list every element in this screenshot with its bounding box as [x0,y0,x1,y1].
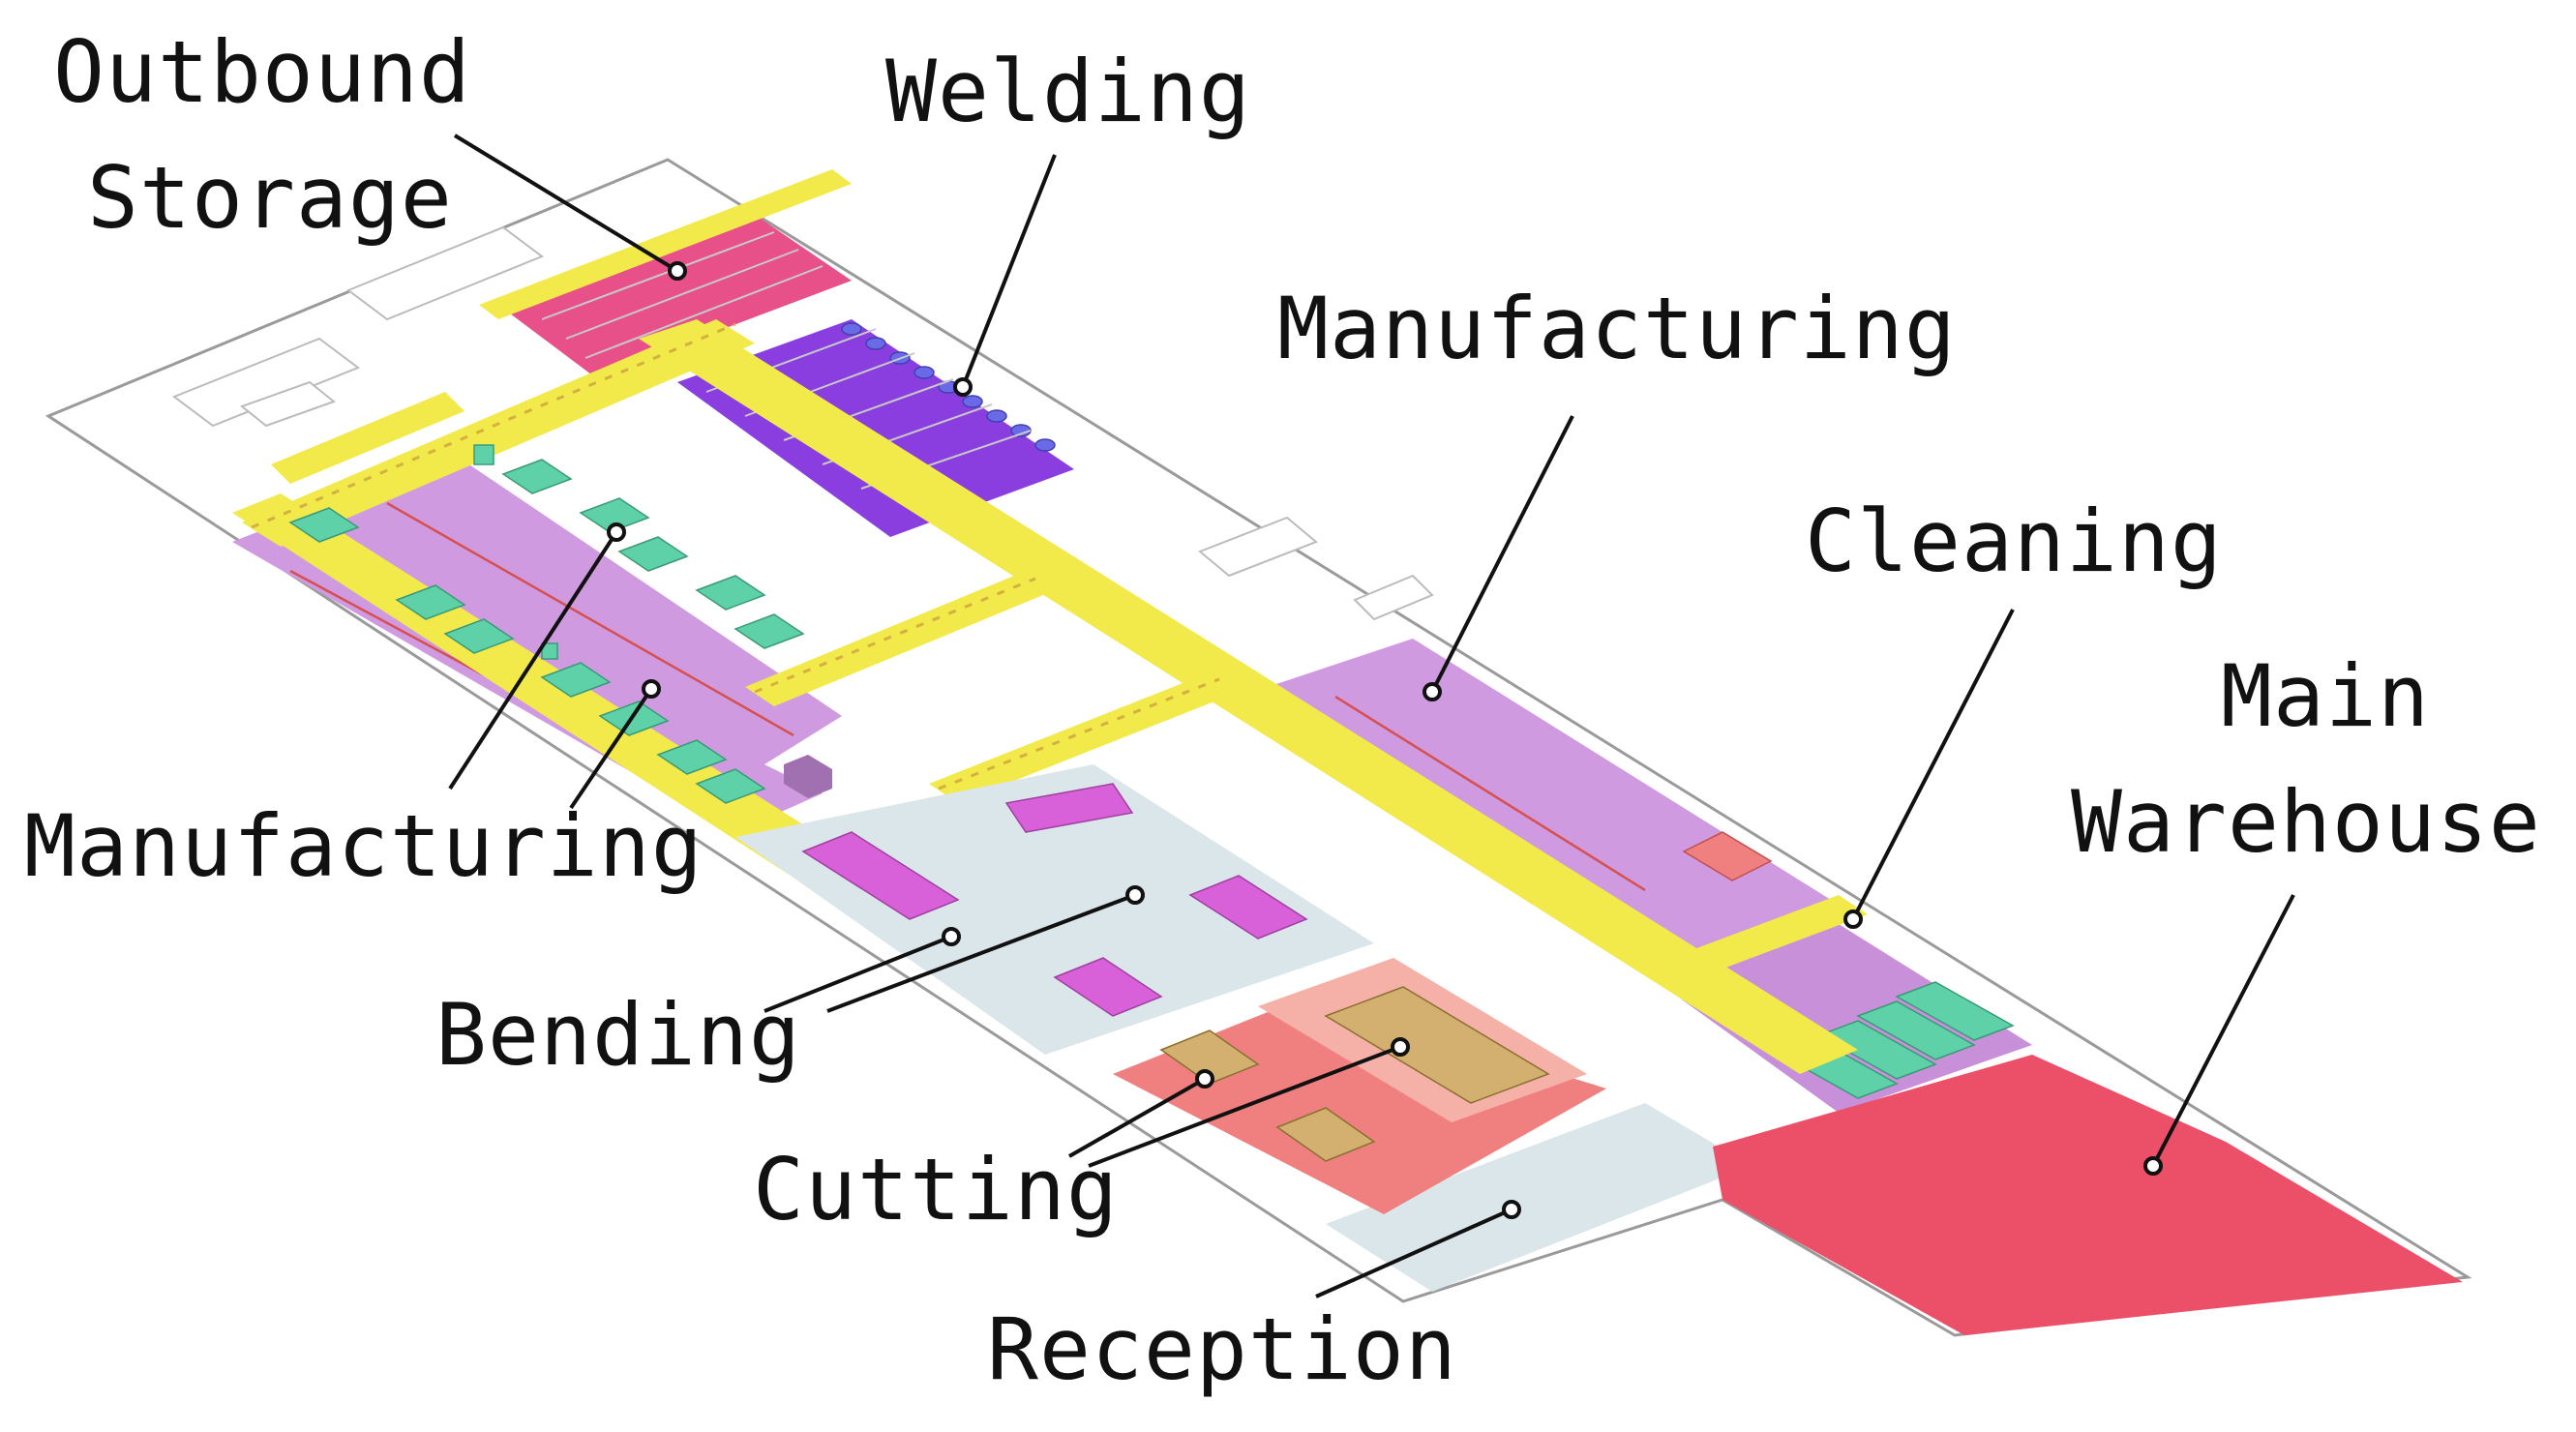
bending-machines [801,783,1308,1017]
label-reception: Reception [987,1299,1457,1399]
zone-bending [735,764,1374,1055]
manufacturing-right-stairs [1682,831,1773,881]
manufacturing-left-block [784,755,832,798]
zone-outbound-storage [498,208,852,377]
leader-lines [448,134,2295,1298]
label-welding: Welding [885,42,1251,141]
label-outbound-storage-line2: Storage [87,148,453,248]
label-manufacturing-right: Manufacturing [1277,279,1957,378]
label-outbound-storage-line1: Outbound [53,22,471,122]
cutting-machines [1159,986,1550,1162]
zone-manufacturing-right [1239,639,1839,968]
corridor-hatching [251,322,1220,791]
zone-cleaning [1664,924,2032,1113]
outbound-storage-racks [541,231,824,359]
building-outline [45,158,2472,1337]
label-main-warehouse-line2: Warehouse [2071,772,2541,872]
label-bending: Bending [435,985,801,1085]
manufacturing-left-machines [288,444,805,804]
label-main-warehouse-line1: Main [2221,646,2430,746]
zone-manufacturing-left [232,455,842,832]
label-cleaning: Cleaning [1805,492,2223,591]
zone-main-warehouse [1713,1055,2463,1335]
label-cutting: Cutting [753,1140,1119,1239]
welding-stations [841,322,1056,452]
office-blocks [171,225,1434,621]
label-manufacturing-left: Manufacturing [24,796,704,896]
